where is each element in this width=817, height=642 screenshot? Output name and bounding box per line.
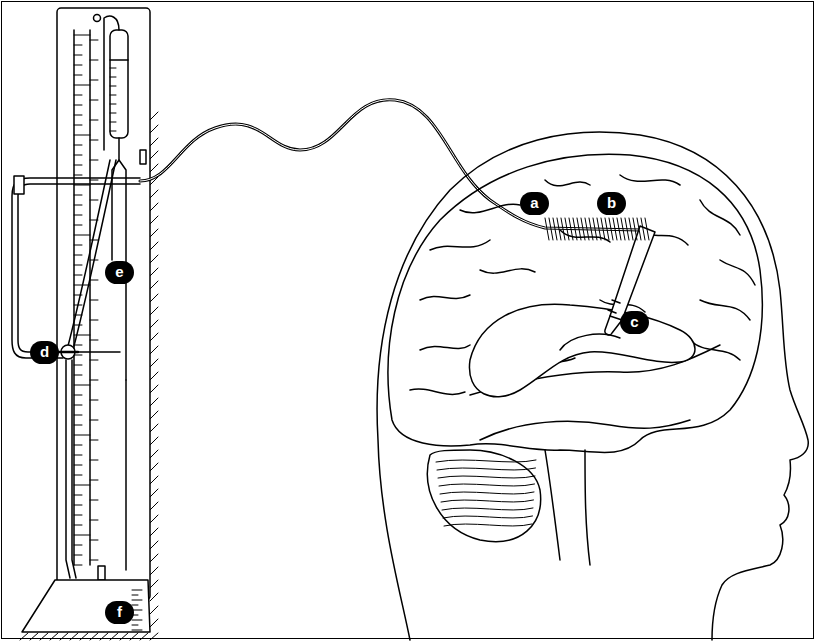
callout-letter: f — [105, 601, 134, 624]
drain-board — [57, 8, 150, 600]
brain — [388, 154, 762, 452]
callout-letter: c — [620, 311, 649, 334]
callout-letter: e — [105, 261, 134, 284]
callout-letter: d — [30, 341, 59, 364]
cerebellum — [427, 450, 540, 542]
callout-letter: a — [520, 192, 549, 215]
drainage-bag — [22, 580, 150, 632]
ventricular-catheter — [605, 226, 655, 335]
head-outline — [377, 132, 808, 640]
callout-letter: b — [597, 192, 626, 215]
